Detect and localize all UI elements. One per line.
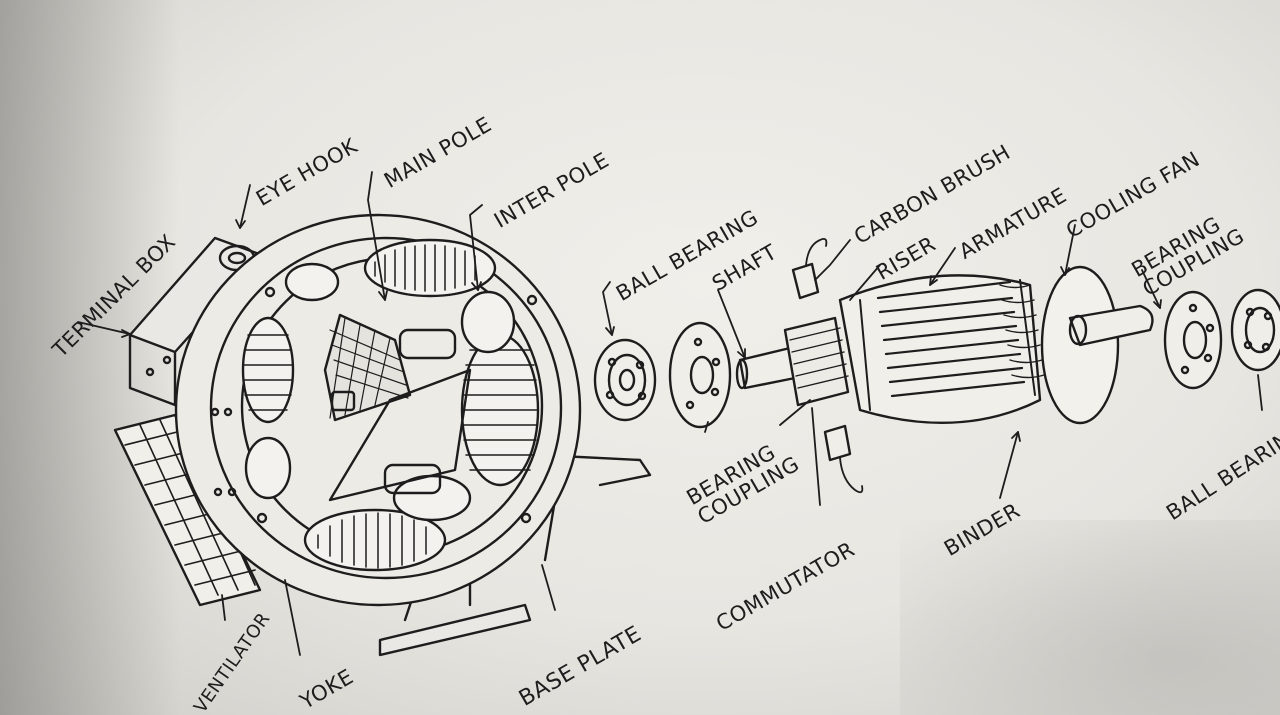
bearing-coupling-right: [1163, 290, 1223, 390]
page-shadow-bottom: [900, 520, 1280, 715]
carbon-brush-lower: [823, 424, 864, 494]
field-poles: [241, 238, 540, 572]
ball-bearing-right: [1230, 288, 1280, 372]
bearing-coupling-left: [668, 321, 732, 429]
cooling-fan: [1040, 265, 1154, 425]
commutator: [783, 316, 850, 407]
armature: [838, 274, 1045, 425]
leader-lines: [77, 171, 1263, 656]
ball-bearing-left: [593, 338, 657, 422]
carbon-brush-upper: [791, 237, 828, 300]
ventilator: [113, 413, 262, 607]
page-shadow-left: [0, 0, 180, 715]
